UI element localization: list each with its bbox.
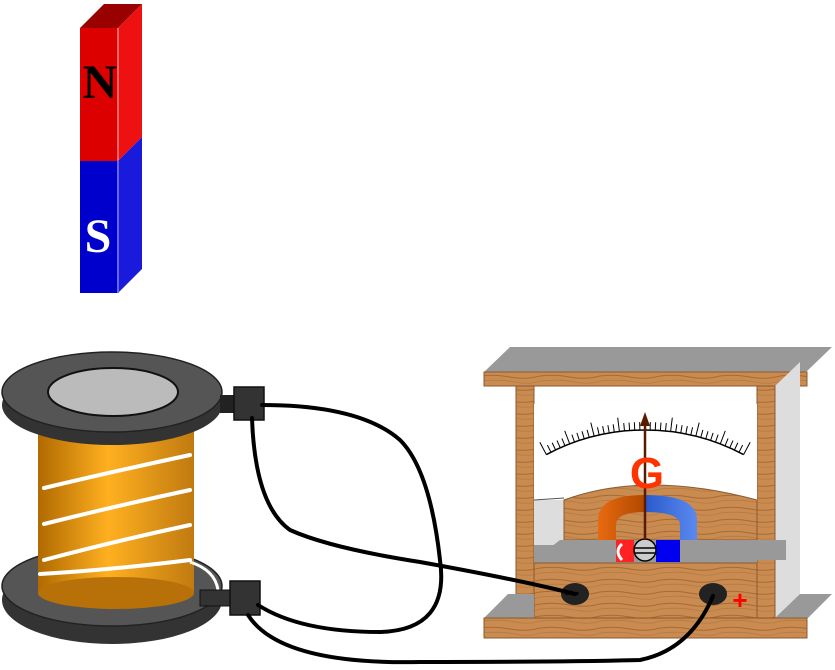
magnet-north-side: [118, 4, 142, 161]
galv-scale-tick: [680, 425, 683, 434]
galv-left-post: [515, 385, 535, 623]
galv-scale-tick: [556, 440, 561, 449]
galv-scale-tick: [617, 417, 620, 432]
galv-pivot: [633, 538, 657, 562]
galv-scale-tick: [581, 431, 585, 440]
magnet-top-face: [80, 4, 142, 28]
coil-top-terminal[interactable]: [233, 386, 265, 421]
galv-scale-tick: [590, 422, 595, 437]
coil-bottom-terminal-stub: [199, 589, 233, 607]
galv-positive-terminal[interactable]: [699, 583, 727, 605]
galv-scale-tick: [623, 422, 626, 432]
galv-scale-tick: [586, 429, 590, 438]
galv-base-board: [483, 617, 808, 639]
galv-scale-tick: [710, 432, 714, 441]
wire-top-to-negative[interactable]: [250, 416, 577, 596]
galv-scale-tick: [546, 444, 552, 453]
galv-scale-tick: [724, 438, 729, 447]
magnet-north-pole: [80, 28, 118, 161]
wire-bottom-to-positive[interactable]: [246, 594, 715, 665]
galv-scale-tick: [602, 426, 605, 435]
north-label: N: [83, 56, 118, 109]
galv-scale-tick: [664, 422, 667, 432]
galv-scale-tick: [743, 441, 751, 455]
galv-label: G: [630, 449, 664, 498]
galvanometer[interactable]: G − +: [483, 347, 832, 639]
galv-scale-tick: [607, 425, 610, 434]
galv-scale-tick: [539, 441, 547, 455]
galv-scale-tick: [738, 444, 744, 453]
galv-right-post: [756, 385, 776, 623]
galv-scale-tick: [719, 430, 726, 445]
bar-magnet[interactable]: N S: [80, 4, 142, 293]
galv-scale-tick: [596, 427, 600, 436]
galv-top-board: [483, 371, 808, 387]
connecting-wires: [246, 403, 715, 665]
galv-scale-tick: [561, 438, 566, 447]
galv-scale-tick: [628, 422, 631, 431]
galv-scale-tick: [564, 430, 571, 445]
coil-bottom-terminal[interactable]: [229, 580, 261, 616]
coil-core-opening: [47, 367, 179, 417]
galv-scale-tick: [705, 431, 709, 440]
coil[interactable]: [1, 351, 265, 644]
galv-scale-tick: [612, 424, 615, 433]
galv-scale-tick: [576, 432, 580, 441]
magnet-south-pole: [80, 161, 118, 293]
galv-needle-tip: [640, 412, 650, 426]
galv-scale-tick: [714, 434, 719, 443]
coil-wire: [38, 453, 192, 576]
wire-top-loop[interactable]: [256, 403, 444, 635]
galv-scale-tick: [571, 434, 576, 443]
magnet-south-side: [118, 137, 142, 293]
galv-scale-tick: [733, 442, 739, 451]
galv-pole-right: [656, 540, 680, 562]
galv-scale-tick: [690, 427, 694, 436]
galv-scale-tick: [659, 422, 662, 431]
galv-positive-symbol: +: [732, 585, 747, 615]
galv-scale-tick: [695, 422, 700, 437]
galv-top-slab: [484, 347, 832, 372]
galv-scale-tick: [685, 426, 688, 435]
galv-scale-tick: [700, 429, 704, 438]
galv-scale-tick: [670, 417, 673, 432]
galv-scale-tick: [675, 424, 678, 433]
south-label: S: [85, 210, 112, 263]
galv-scale-tick: [729, 440, 734, 449]
galv-scale-tick: [551, 442, 557, 451]
